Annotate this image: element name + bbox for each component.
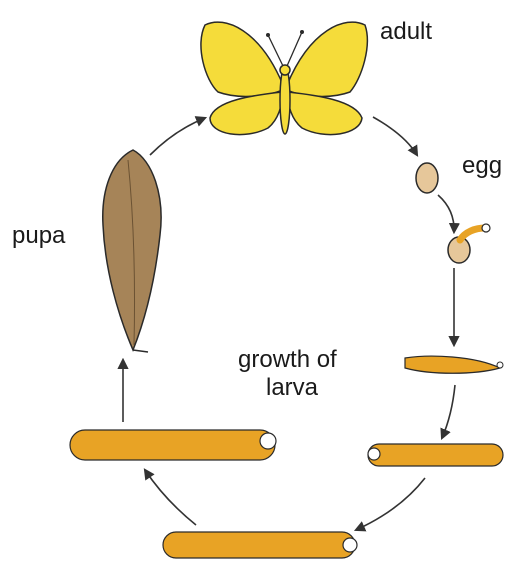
egg — [416, 163, 438, 193]
label-pupa: pupa — [12, 222, 65, 250]
cycle-arrows — [123, 117, 455, 530]
larva-full-grown — [70, 430, 276, 460]
label-adult: adult — [380, 18, 432, 46]
label-growth-line-1: growth of — [238, 346, 378, 374]
label-egg: egg — [462, 152, 502, 180]
larva-large — [163, 532, 357, 558]
label-growth-line-2: larva — [238, 374, 378, 402]
pupa-chrysalis — [103, 150, 161, 352]
label-growth-of-larva: growth of larva — [238, 346, 378, 402]
larva-small — [405, 356, 503, 373]
adult-butterfly — [201, 22, 367, 134]
larva-medium — [368, 444, 503, 466]
